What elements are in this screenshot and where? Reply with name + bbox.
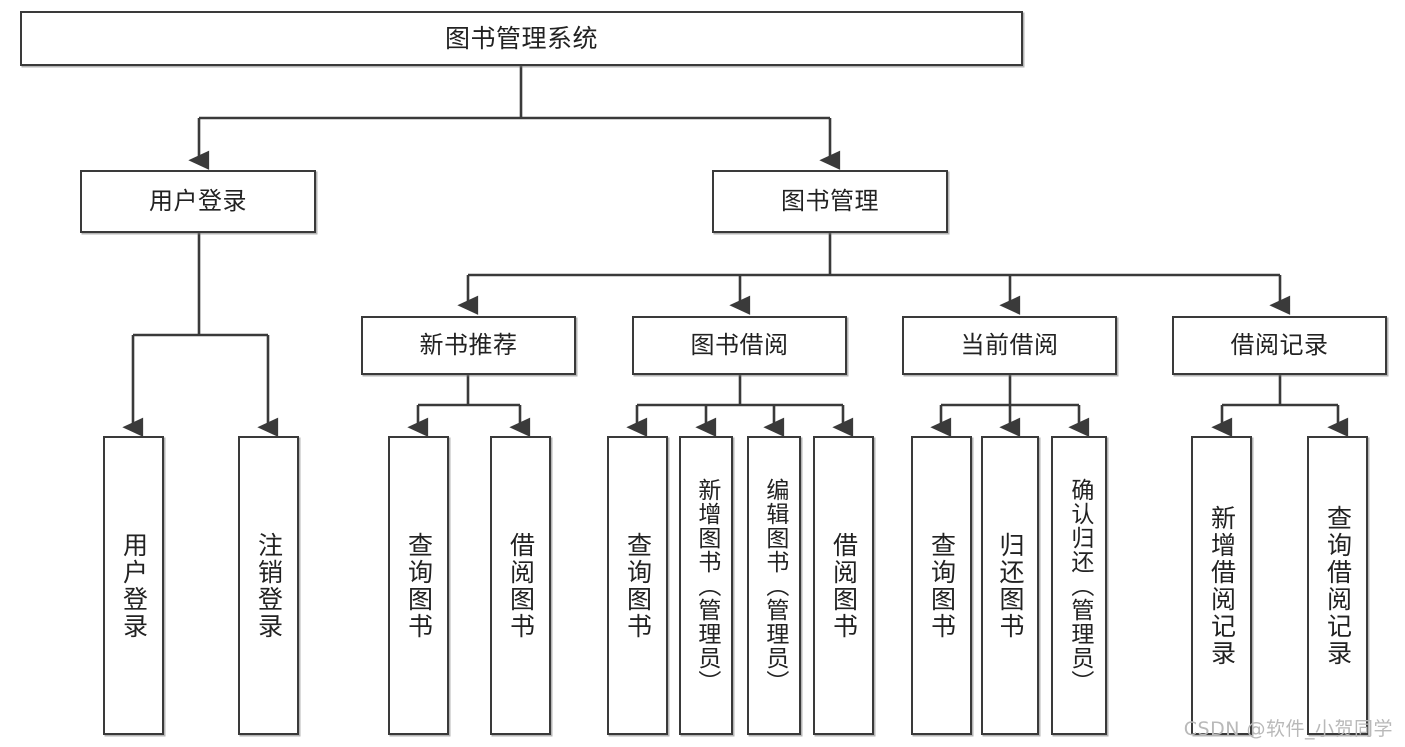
node-leaf-add-book-admin-label: 新增图书（管理员） xyxy=(693,477,720,694)
node-leaf-return-book[interactable]: 归还图书 xyxy=(981,436,1039,735)
node-leaf-query-book-recommend[interactable]: 查询图书 xyxy=(388,436,449,735)
node-leaf-logout[interactable]: 注销登录 xyxy=(238,436,299,735)
node-new-book-recommend[interactable]: 新书推荐 xyxy=(361,316,576,375)
node-leaf-confirm-return-admin-label: 确认归还（管理员） xyxy=(1066,477,1093,694)
node-leaf-user-login-label: 用户登录 xyxy=(119,531,149,640)
node-root-label: 图书管理系统 xyxy=(444,23,598,53)
node-book-borrow-label: 图书借阅 xyxy=(690,331,789,360)
node-leaf-add-borrow-record[interactable]: 新增借阅记录 xyxy=(1191,436,1252,735)
node-leaf-query-book-current[interactable]: 查询图书 xyxy=(911,436,972,735)
node-book-management-label: 图书管理 xyxy=(781,187,879,216)
node-current-borrow-label: 当前借阅 xyxy=(960,331,1059,360)
node-leaf-add-book-admin[interactable]: 新增图书（管理员） xyxy=(679,436,733,735)
node-leaf-query-book-current-label: 查询图书 xyxy=(927,531,957,640)
node-leaf-logout-label: 注销登录 xyxy=(254,531,284,640)
node-book-management[interactable]: 图书管理 xyxy=(712,170,948,233)
node-leaf-confirm-return-admin[interactable]: 确认归还（管理员） xyxy=(1051,436,1107,735)
node-borrow-records[interactable]: 借阅记录 xyxy=(1172,316,1387,375)
node-borrow-records-label: 借阅记录 xyxy=(1230,331,1329,360)
csdn-watermark: CSDN @软件_小贺同学 xyxy=(1183,718,1393,740)
node-new-book-recommend-label: 新书推荐 xyxy=(419,331,518,360)
node-leaf-borrow-book[interactable]: 借阅图书 xyxy=(813,436,874,735)
node-leaf-query-book-borrow-label: 查询图书 xyxy=(623,531,653,640)
node-leaf-add-borrow-record-label: 新增借阅记录 xyxy=(1207,504,1237,667)
node-leaf-user-login[interactable]: 用户登录 xyxy=(103,436,164,735)
node-leaf-query-borrow-record-label: 查询借阅记录 xyxy=(1323,504,1353,667)
node-leaf-borrow-book-label: 借阅图书 xyxy=(829,531,859,640)
node-user-login-label: 用户登录 xyxy=(149,187,247,216)
node-user-login[interactable]: 用户登录 xyxy=(80,170,316,233)
node-current-borrow[interactable]: 当前借阅 xyxy=(902,316,1117,375)
node-leaf-query-borrow-record[interactable]: 查询借阅记录 xyxy=(1307,436,1368,735)
node-leaf-edit-book-admin-label: 编辑图书（管理员） xyxy=(761,477,788,694)
node-leaf-borrow-book-recommend[interactable]: 借阅图书 xyxy=(490,436,551,735)
node-leaf-edit-book-admin[interactable]: 编辑图书（管理员） xyxy=(747,436,801,735)
node-leaf-return-book-label: 归还图书 xyxy=(996,531,1025,640)
node-leaf-query-book-recommend-label: 查询图书 xyxy=(404,531,434,640)
node-root[interactable]: 图书管理系统 xyxy=(20,11,1023,66)
node-leaf-borrow-book-recommend-label: 借阅图书 xyxy=(506,531,536,640)
node-leaf-query-book-borrow[interactable]: 查询图书 xyxy=(607,436,668,735)
node-book-borrow[interactable]: 图书借阅 xyxy=(632,316,847,375)
